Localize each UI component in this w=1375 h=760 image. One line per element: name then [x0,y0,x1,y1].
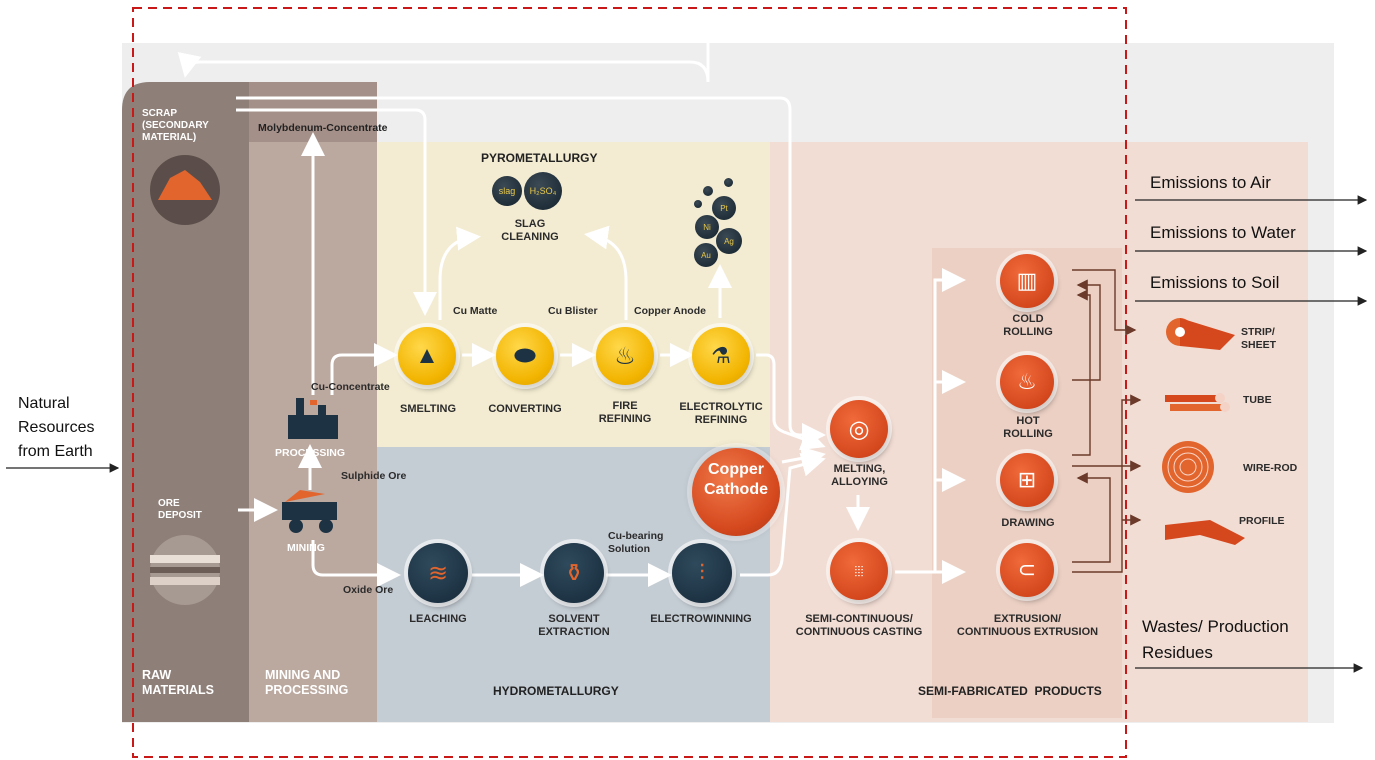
drawing-node: ⊞ [1000,453,1054,507]
solvent-label: SOLVENT EXTRACTION [538,613,610,638]
profile-label: PROFILE [1239,515,1285,527]
sulphide-ore-label: Sulphide Ore [341,470,407,482]
converting-icon: ⬬ [513,340,537,370]
emissions-soil-label: Emissions to Soil [1150,273,1280,292]
metal-dot-3 [694,200,702,208]
mining-label: MINING [287,542,325,554]
ore-deposit-label: ORE DEPOSIT [158,498,202,521]
slag-cleaning-label: SLAG CLEANING [501,218,559,243]
solvent-node: ⚱ [544,543,604,603]
metal-dot-2 [724,178,733,187]
electrolytic-node: ⚗ [692,327,750,385]
smelting-node: ▲ [398,327,456,385]
hydro-title: HYDROMETALLURGY [493,684,619,698]
coil-icon: ◎ [848,415,870,443]
extruder-icon: ⊂ [1017,557,1037,582]
casting-label: SEMI-CONTINUOUS/ CONTINUOUS CASTING [795,613,923,638]
electrolysis-icon: ⚗ [711,343,731,368]
hot-rolling-label: HOT ROLLING [1003,415,1053,440]
converting-node: ⬬ [496,327,554,385]
electrodes-icon: ⫶ [699,560,705,585]
cu-concentrate-label: Cu-Concentrate [311,381,390,393]
tube-label: TUBE [1243,394,1272,406]
fire-refining-node: ♨ [596,327,654,385]
cu-blister-label: Cu Blister [548,305,598,317]
scrap-label: SCRAP (SECONDARY MATERIAL) [142,108,209,143]
casting-node: ⦙⦙⦙ [830,542,888,600]
wire-rod-label: WIRE-ROD [1243,462,1298,474]
molybdenum-label: Molybdenum-Concentrate [258,122,388,134]
leaching-node: ≋ [408,543,468,603]
wire-spool-icon: ⊞ [1017,467,1037,492]
cold-rolling-label: COLD ROLLING [1003,313,1053,338]
copper-anode-label: Copper Anode [634,305,706,317]
drawing-label: DRAWING [1001,517,1055,529]
cu-matte-label: Cu Matte [453,305,498,317]
system-boundary [132,7,1127,758]
strip-sheet-label: STRIP/ SHEET [1241,326,1277,351]
processing-label: PROCESSING [275,447,346,459]
cold-rolling-node: ▥ [1000,254,1054,308]
mining-section: MINING AND PROCESSING [265,668,349,697]
emissions-air-label: Emissions to Air [1150,173,1271,192]
flask-icon: ⚱ [563,559,585,587]
metal-pt: Pt [712,196,736,220]
wastes-label: Wastes/ Production Residues [1142,617,1289,662]
melting-node: ◎ [830,400,888,458]
electrowinning-node: ⫶ [672,543,732,603]
metal-ni: Ni [695,215,719,239]
extrusion-node: ⊂ [1000,543,1054,597]
leaching-label: LEACHING [409,613,467,625]
hot-sheet-icon: ♨ [1017,369,1037,394]
converting-label: CONVERTING [488,403,562,415]
pyro-title: PYROMETALLURGY [481,151,598,165]
h2so4-ball: H₂SO₄ [524,172,562,210]
metal-au: Au [694,243,718,267]
roll-icon: ▥ [1016,268,1038,293]
emissions-water-label: Emissions to Water [1150,223,1296,242]
waves-icon: ≋ [427,559,449,587]
flame-icon: ♨ [614,342,636,370]
copper-cathode: Copper Cathode [692,448,780,536]
semi-fab-title: SEMI-FABRICATED PRODUCTS [918,684,1102,698]
extrusion-label: EXTRUSION/ CONTINUOUS EXTRUSION [956,613,1099,638]
slag-ball: slag [492,176,522,206]
melting-label: MELTING, ALLOYING [831,463,888,488]
raw-materials-section: RAW MATERIALS [142,668,214,697]
electrowinning-label: ELECTROWINNING [650,613,752,625]
fire-refining-label: FIRE REFINING [598,400,652,425]
metal-dot-1 [703,186,713,196]
smelting-label: SMELTING [399,403,456,415]
metal-ag: Ag [716,228,742,254]
cu-bearing-label: Cu-bearing Solution [608,530,664,555]
electrolytic-label: ELECTROLYTIC REFINING [679,401,763,426]
billets-icon: ⦙⦙⦙ [854,562,864,579]
natural-resources-label: Natural Resources from Earth [18,395,95,460]
hot-rolling-node: ♨ [1000,355,1054,409]
oxide-ore-label: Oxide Ore [343,584,394,596]
smelting-icon: ▲ [415,342,439,369]
